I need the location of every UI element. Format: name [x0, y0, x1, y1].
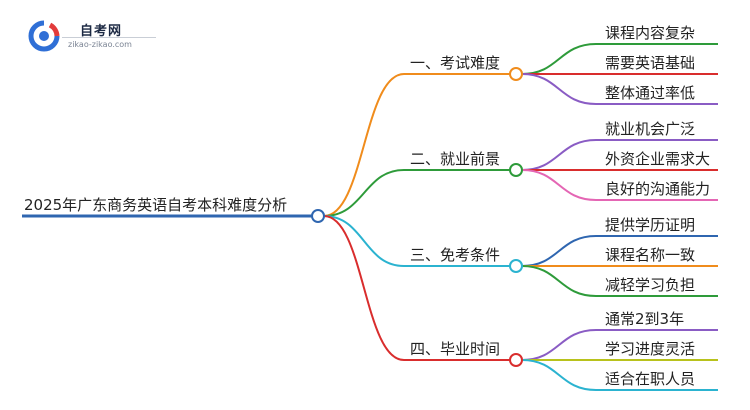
leaf-label: 减轻学习负担 [605, 276, 695, 294]
leaf-label: 适合在职人员 [605, 370, 695, 388]
mindmap-edges [22, 43, 718, 391]
branch-connector [323, 215, 405, 267]
leaf-label: 提供学历证明 [605, 216, 695, 234]
leaf-label: 需要英语基础 [605, 54, 695, 72]
leaf-connector [521, 139, 597, 171]
leaf-connector [521, 329, 597, 361]
leaf-label: 就业机会广泛 [605, 120, 695, 138]
branch-label: 四、毕业时间 [410, 340, 500, 358]
leaf-label: 整体通过率低 [605, 84, 695, 102]
root-label: 2025年广东商务英语自考本科难度分析 [24, 196, 287, 214]
logo-mark-icon [28, 20, 60, 52]
logo-url: zikao-zikao.com [68, 40, 132, 49]
leaf-connector [521, 235, 597, 267]
branch-node[interactable] [509, 353, 523, 367]
logo-arc-red [48, 22, 60, 37]
logo-dot [39, 31, 49, 41]
leaf-label: 课程名称一致 [605, 246, 695, 264]
leaf-connector [521, 169, 597, 201]
leaf-label: 通常2到3年 [605, 310, 684, 328]
logo-arc-blue [28, 20, 60, 52]
leaf-label: 学习进度灵活 [605, 340, 695, 358]
mindmap-nodes: 2025年广东商务英语自考本科难度分析 一、考试难度 课程内容复杂需要英语基础整体通… [24, 24, 710, 388]
branch-node[interactable] [509, 163, 523, 177]
branch-connector [323, 73, 405, 217]
leaf-label: 课程内容复杂 [605, 24, 695, 42]
leaf-connector [521, 43, 597, 75]
branch-label: 三、免考条件 [410, 246, 500, 264]
branch-node[interactable] [509, 259, 523, 273]
logo-name: 自考网 [80, 24, 123, 39]
leaf-connector [521, 265, 597, 297]
leaf-label: 良好的沟通能力 [605, 180, 710, 198]
leaf-connector [521, 73, 597, 105]
branch-label: 二、就业前景 [410, 150, 500, 168]
branch-node[interactable] [509, 67, 523, 81]
site-logo: 自考网 zikao-zikao.com [28, 18, 156, 54]
logo-divider [62, 37, 156, 38]
leaf-label: 外资企业需求大 [605, 150, 710, 168]
branch-connector [323, 169, 405, 217]
leaf-connector [521, 359, 597, 391]
branch-label: 一、考试难度 [410, 54, 500, 72]
branch-connector [323, 215, 405, 361]
root-node[interactable] [311, 209, 325, 223]
